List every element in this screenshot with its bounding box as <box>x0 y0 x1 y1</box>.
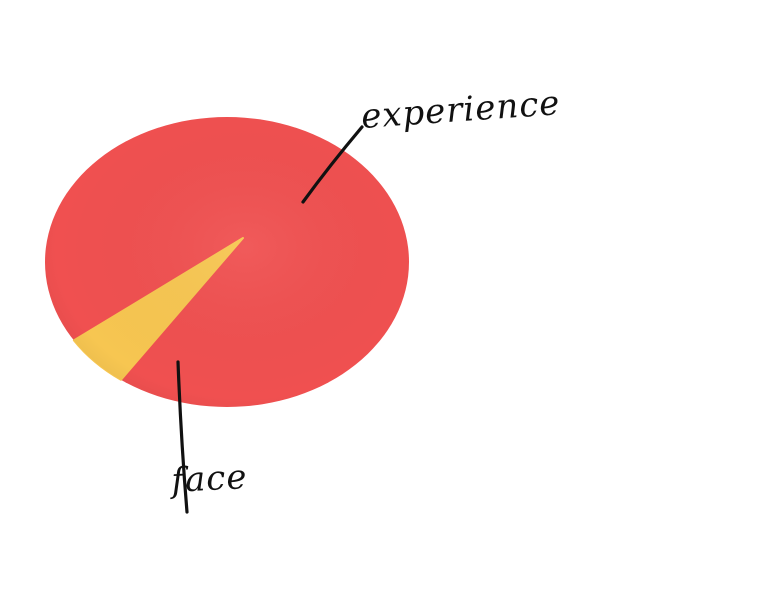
pie-shading <box>45 117 409 407</box>
experience-leader-line <box>301 125 364 204</box>
experience-label: experience <box>360 83 562 137</box>
face-label: face <box>167 457 248 501</box>
face-leader-line <box>176 360 189 514</box>
